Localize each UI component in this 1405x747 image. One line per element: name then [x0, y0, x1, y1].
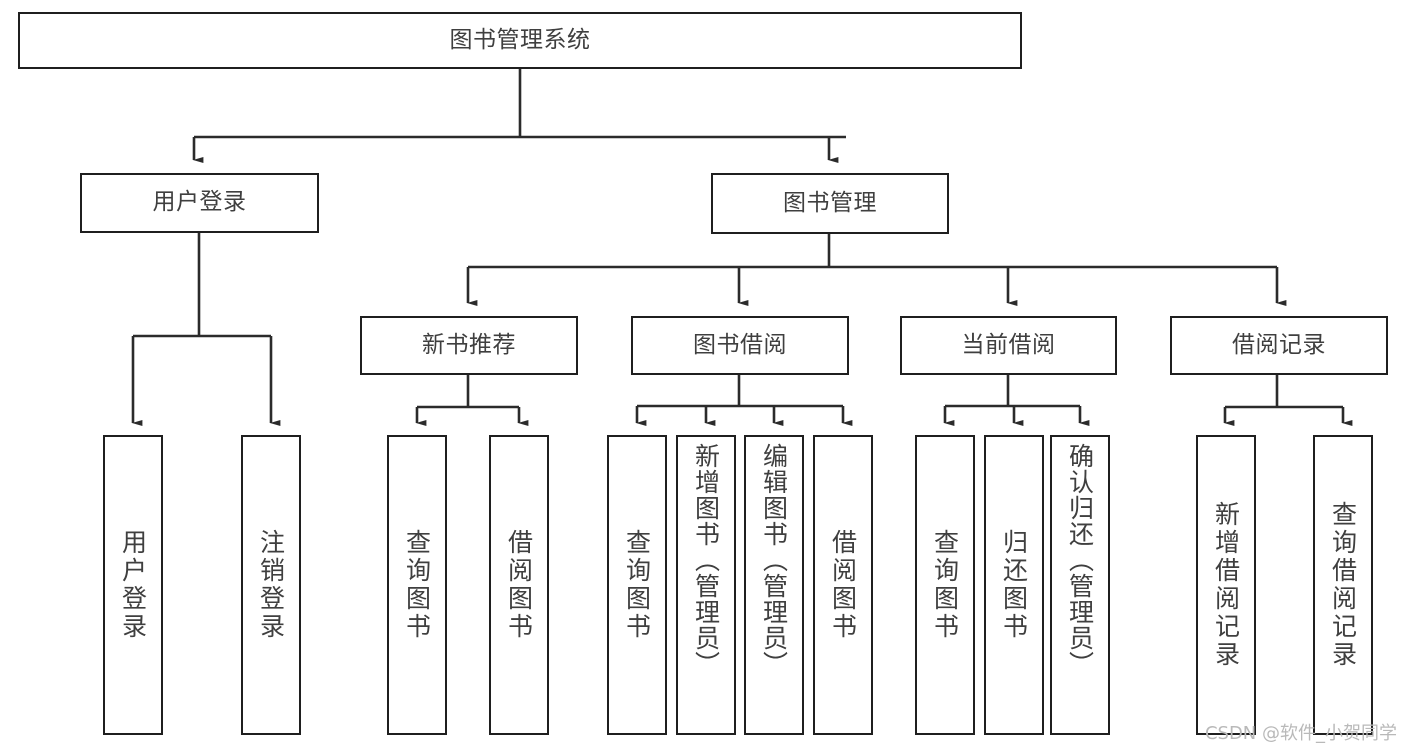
leaf-query-book-2-label: 查询图书 [622, 529, 652, 641]
leaf-query-book-3[interactable]: 查询图书 [915, 435, 975, 735]
leaf-borrow-book-2-label: 借阅图书 [828, 529, 858, 641]
node-borrow-record[interactable]: 借阅记录 [1170, 316, 1388, 375]
node-book-manage-label: 图书管理 [783, 189, 877, 216]
watermark: CSDN @软件_小贺同学 [1204, 723, 1397, 744]
leaf-logout[interactable]: 注销登录 [241, 435, 301, 735]
leaf-add-book-label: 新增图书（管理员） [691, 443, 721, 677]
node-root-label: 图书管理系统 [449, 26, 591, 53]
leaf-query-book-2[interactable]: 查询图书 [607, 435, 667, 735]
leaf-logout-label: 注销登录 [256, 529, 286, 641]
leaf-borrow-book-2[interactable]: 借阅图书 [813, 435, 873, 735]
leaf-query-book-1[interactable]: 查询图书 [387, 435, 447, 735]
leaf-return-book[interactable]: 归还图书 [984, 435, 1044, 735]
node-user-login-label: 用户登录 [152, 189, 247, 216]
node-new-book-rec[interactable]: 新书推荐 [360, 316, 578, 375]
node-book-borrow-label: 图书借阅 [693, 331, 787, 358]
leaf-confirm-return-label: 确认归还（管理员） [1065, 443, 1095, 677]
node-borrow-record-label: 借阅记录 [1232, 331, 1326, 358]
leaf-query-record-label: 查询借阅记录 [1328, 501, 1358, 669]
leaf-edit-book-label: 编辑图书（管理员） [759, 443, 789, 677]
leaf-user-login[interactable]: 用户登录 [103, 435, 163, 735]
leaf-add-record-label: 新增借阅记录 [1211, 501, 1241, 669]
leaf-query-book-3-label: 查询图书 [930, 529, 960, 641]
leaf-query-book-1-label: 查询图书 [402, 529, 432, 641]
leaf-add-record[interactable]: 新增借阅记录 [1196, 435, 1256, 735]
node-user-login[interactable]: 用户登录 [80, 173, 319, 233]
node-current-borrow-label: 当前借阅 [961, 331, 1056, 358]
node-current-borrow[interactable]: 当前借阅 [900, 316, 1117, 375]
node-book-manage[interactable]: 图书管理 [711, 173, 949, 234]
node-root[interactable]: 图书管理系统 [18, 12, 1022, 69]
leaf-user-login-label: 用户登录 [118, 529, 148, 641]
leaf-return-book-label: 归还图书 [999, 529, 1029, 641]
leaf-confirm-return[interactable]: 确认归还（管理员） [1050, 435, 1110, 735]
leaf-borrow-book-1[interactable]: 借阅图书 [489, 435, 549, 735]
leaf-query-record[interactable]: 查询借阅记录 [1313, 435, 1373, 735]
leaf-borrow-book-1-label: 借阅图书 [504, 529, 534, 641]
leaf-add-book[interactable]: 新增图书（管理员） [676, 435, 736, 735]
leaf-edit-book[interactable]: 编辑图书（管理员） [744, 435, 804, 735]
node-new-book-rec-label: 新书推荐 [422, 331, 516, 358]
node-book-borrow[interactable]: 图书借阅 [631, 316, 849, 375]
